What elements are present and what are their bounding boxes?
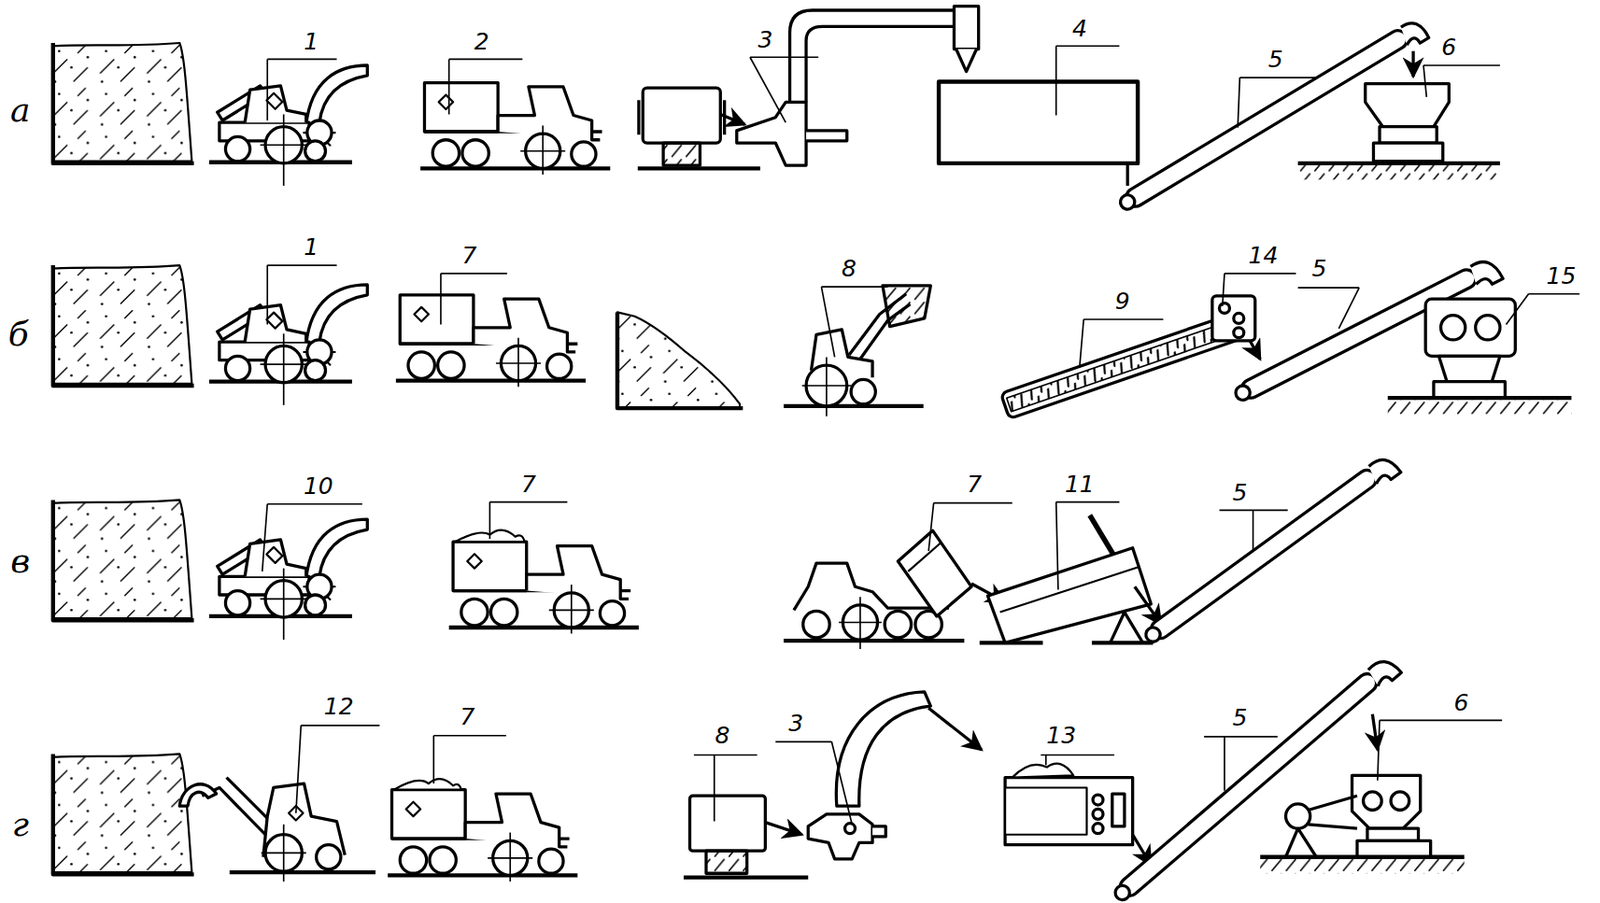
callout-number: 5 (1268, 47, 1284, 71)
row-letter: б (8, 317, 29, 352)
callout-number: 3 (757, 27, 773, 51)
callout-number: 14 (1248, 243, 1279, 268)
callout-number: 7 (459, 705, 475, 729)
callout-number: 7 (521, 471, 537, 496)
callout-number: 9 (1115, 289, 1131, 313)
callout-number: 6 (1441, 35, 1457, 59)
callout-number: 1 (303, 235, 319, 259)
leader-lines (262, 45, 1580, 825)
callout-number: 7 (462, 243, 478, 268)
callout-number: 15 (1546, 264, 1577, 288)
row-letter: в (10, 544, 30, 579)
callout-number: 2 (474, 28, 490, 53)
callout-number: 4 (1072, 15, 1088, 40)
callout-number: 10 (303, 474, 334, 498)
callout-number: 13 (1046, 722, 1077, 747)
callout-number: 6 (1453, 690, 1469, 714)
callout-number: 8 (841, 256, 857, 281)
callout-number: 5 (1231, 706, 1247, 730)
callout-number: 11 (1064, 471, 1095, 496)
callout-number: 1 (303, 28, 319, 53)
callout-number: 7 (966, 471, 982, 496)
callout-number: 5 (1312, 256, 1328, 281)
callout-number: 8 (715, 722, 731, 747)
row-letter: г (12, 807, 29, 842)
callout-number: 12 (324, 694, 354, 719)
row-letter: а (10, 93, 30, 128)
callout-number: 5 (1231, 480, 1247, 504)
callout-number: 3 (788, 710, 804, 735)
scheme-rows (53, 6, 1572, 903)
